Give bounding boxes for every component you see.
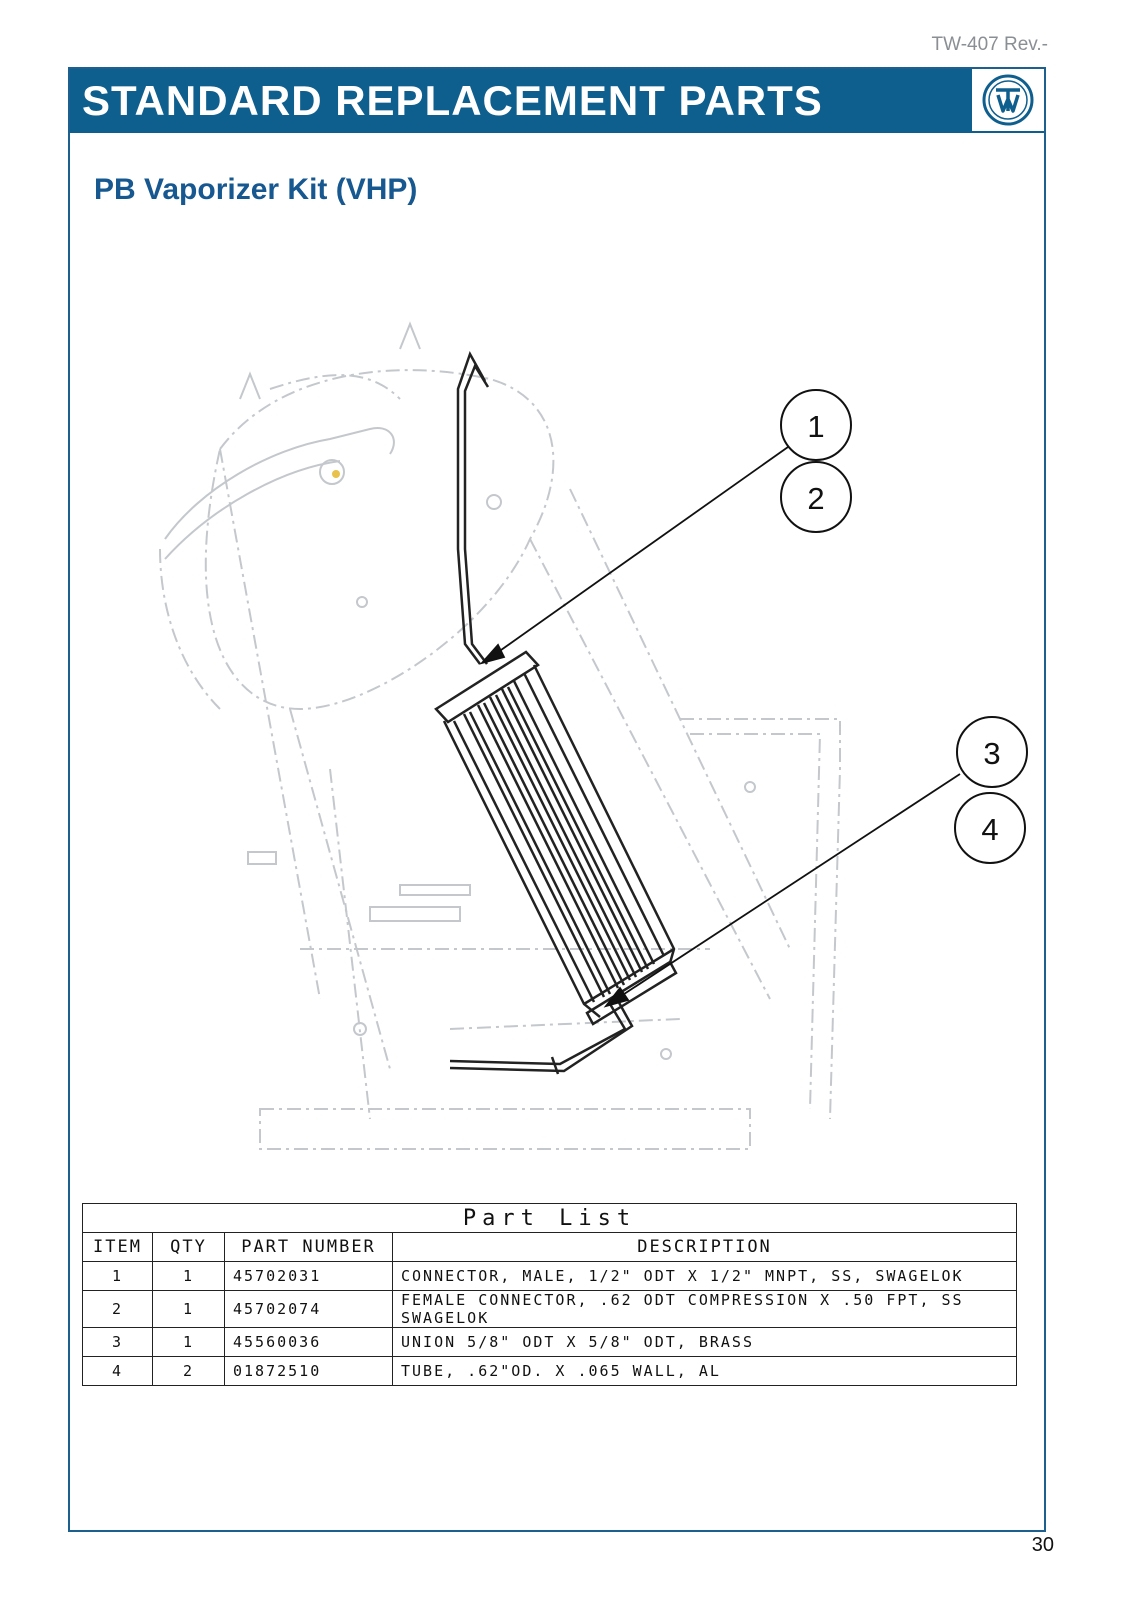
callout-3-label: 3: [983, 736, 1000, 771]
column-header-part-number: PART NUMBER: [224, 1232, 393, 1262]
part-list-table: Part List ITEM QTY PART NUMBER DESCRIPTI…: [82, 1203, 1017, 1386]
item-cell: 2: [82, 1290, 153, 1328]
callout-2: 2: [780, 461, 852, 533]
column-header-item: ITEM: [82, 1232, 153, 1262]
part-number-cell: 45560036: [224, 1327, 393, 1357]
description-cell: FEMALE CONNECTOR, .62 ODT COMPRESSION X …: [392, 1290, 1017, 1328]
part-number-cell: 01872510: [224, 1356, 393, 1386]
part-number-cell: 45702074: [224, 1290, 393, 1328]
qty-cell: 1: [152, 1327, 225, 1357]
callout-4: 4: [954, 792, 1026, 864]
gauge-highlight: [332, 470, 340, 478]
column-header-description: DESCRIPTION: [392, 1232, 1017, 1262]
column-header-qty: QTY: [152, 1232, 225, 1262]
qty-cell: 2: [152, 1356, 225, 1386]
table-row: 4 2 01872510 TUBE, .62"OD. X .065 WALL, …: [82, 1356, 1017, 1386]
qty-cell: 1: [152, 1261, 225, 1291]
outlet-tube: [449, 998, 634, 1075]
callout-3: 3: [956, 716, 1028, 788]
item-cell: 4: [82, 1356, 153, 1386]
callout-4-label: 4: [981, 812, 998, 847]
tw-logo: [970, 69, 1044, 131]
table-row: 1 1 45702031 CONNECTOR, MALE, 1/2" ODT X…: [82, 1261, 1017, 1291]
tw-logo-icon: [982, 74, 1034, 126]
page-number: 30: [1031, 1534, 1054, 1556]
item-cell: 3: [82, 1327, 153, 1357]
page-frame: STANDARD REPLACEMENT PARTS PB Vaporizer …: [68, 67, 1046, 1532]
description-cell: TUBE, .62"OD. X .065 WALL, AL: [392, 1356, 1017, 1386]
part-list-caption: Part List: [82, 1203, 1017, 1233]
callout-leaders: [479, 446, 961, 1008]
item-cell: 1: [82, 1261, 153, 1291]
qty-cell: 1: [152, 1290, 225, 1328]
header-banner: STANDARD REPLACEMENT PARTS: [70, 69, 1044, 133]
callout-2-label: 2: [807, 481, 824, 516]
vaporizer-body: [434, 650, 678, 1026]
table-row: 3 1 45560036 UNION 5/8" ODT X 5/8" ODT, …: [82, 1327, 1017, 1357]
ghost-assembly: [159, 369, 841, 1150]
callout-1: 1: [780, 389, 852, 461]
part-number-cell: 45702031: [224, 1261, 393, 1291]
ghost-fittings: [164, 321, 756, 1060]
vaporizer-kit-drawing: 1 2 3 4: [159, 321, 1028, 1150]
document-id: TW-407 Rev.-: [931, 34, 1049, 55]
description-cell: UNION 5/8" ODT X 5/8" ODT, BRASS: [392, 1327, 1017, 1357]
description-cell: CONNECTOR, MALE, 1/2" ODT X 1/2" MNPT, S…: [392, 1261, 1017, 1291]
inlet-tube: [456, 350, 490, 665]
section-title: PB Vaporizer Kit (VHP): [94, 173, 418, 206]
callout-1-label: 1: [807, 409, 824, 444]
table-row: 2 1 45702074 FEMALE CONNECTOR, .62 ODT C…: [82, 1290, 1017, 1328]
banner-title: STANDARD REPLACEMENT PARTS: [82, 77, 823, 124]
